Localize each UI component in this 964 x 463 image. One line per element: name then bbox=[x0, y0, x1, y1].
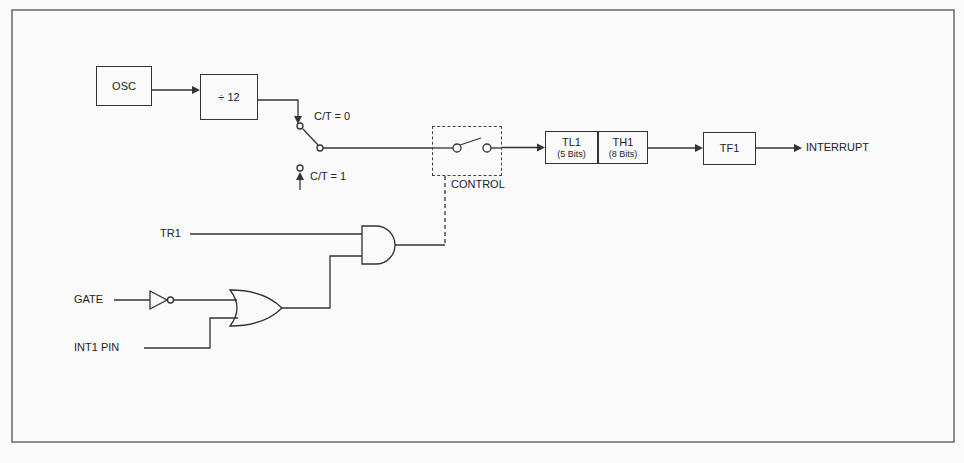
connector-line bbox=[152, 89, 194, 90]
signal-name: INTERRUPT bbox=[806, 141, 869, 154]
wire bbox=[432, 147, 453, 148]
wire bbox=[144, 318, 238, 348]
connector-line bbox=[648, 147, 697, 148]
or-gate bbox=[230, 290, 282, 326]
arrowhead bbox=[794, 144, 802, 152]
inverter-bubble bbox=[168, 297, 174, 303]
frame bbox=[12, 10, 954, 442]
connector-arrow bbox=[648, 144, 703, 152]
wire bbox=[323, 147, 432, 148]
box-text: TF1 bbox=[720, 142, 740, 155]
switch-blade bbox=[303, 129, 318, 145]
wire bbox=[190, 233, 362, 234]
inverter bbox=[150, 291, 167, 309]
wire bbox=[282, 256, 362, 308]
register-box: TL1(5 Bits) bbox=[545, 131, 598, 164]
arrowhead bbox=[192, 86, 200, 94]
signal-name: GATE bbox=[74, 293, 103, 306]
arrowhead bbox=[695, 144, 703, 152]
switch-contact bbox=[297, 123, 303, 129]
box-text: ÷ 12 bbox=[218, 91, 239, 104]
wire bbox=[395, 244, 445, 245]
and-gate bbox=[362, 226, 395, 264]
switch-contact bbox=[297, 165, 303, 171]
control-box: CONTROL bbox=[432, 126, 502, 176]
connector-arrow bbox=[502, 144, 545, 152]
switch-pivot bbox=[317, 145, 323, 151]
arrowhead bbox=[294, 116, 302, 124]
oscillator-box: OSC bbox=[96, 66, 152, 106]
flag-box: TF1 bbox=[703, 132, 756, 165]
signal-name: TR1 bbox=[160, 227, 181, 240]
box-text: TL1 bbox=[562, 136, 581, 149]
wire bbox=[756, 147, 794, 148]
control-line bbox=[444, 176, 445, 245]
box-text: TH1 bbox=[613, 136, 634, 149]
switch-contact bbox=[453, 144, 461, 152]
box-text: (5 Bits) bbox=[557, 149, 586, 159]
switch-blade bbox=[460, 138, 481, 145]
connector-arrow bbox=[152, 86, 200, 94]
box-text: OSC bbox=[112, 80, 136, 93]
wire bbox=[491, 147, 502, 148]
pin-name: INT1 PIN bbox=[74, 341, 119, 354]
divider-box: ÷ 12 bbox=[200, 74, 258, 120]
switch-label: C/T = 0 bbox=[314, 110, 350, 123]
box-heading: CONTROL bbox=[451, 178, 505, 191]
switch-contact bbox=[483, 144, 491, 152]
arrowhead bbox=[296, 172, 304, 180]
wire bbox=[258, 100, 298, 116]
register-box: TH1(8 Bits) bbox=[598, 131, 648, 164]
switch-label: C/T = 1 bbox=[310, 170, 346, 183]
arrowhead bbox=[537, 144, 545, 152]
box-text: (8 Bits) bbox=[609, 149, 638, 159]
connector-line bbox=[502, 147, 539, 148]
wire bbox=[174, 299, 237, 300]
wire bbox=[114, 299, 150, 300]
